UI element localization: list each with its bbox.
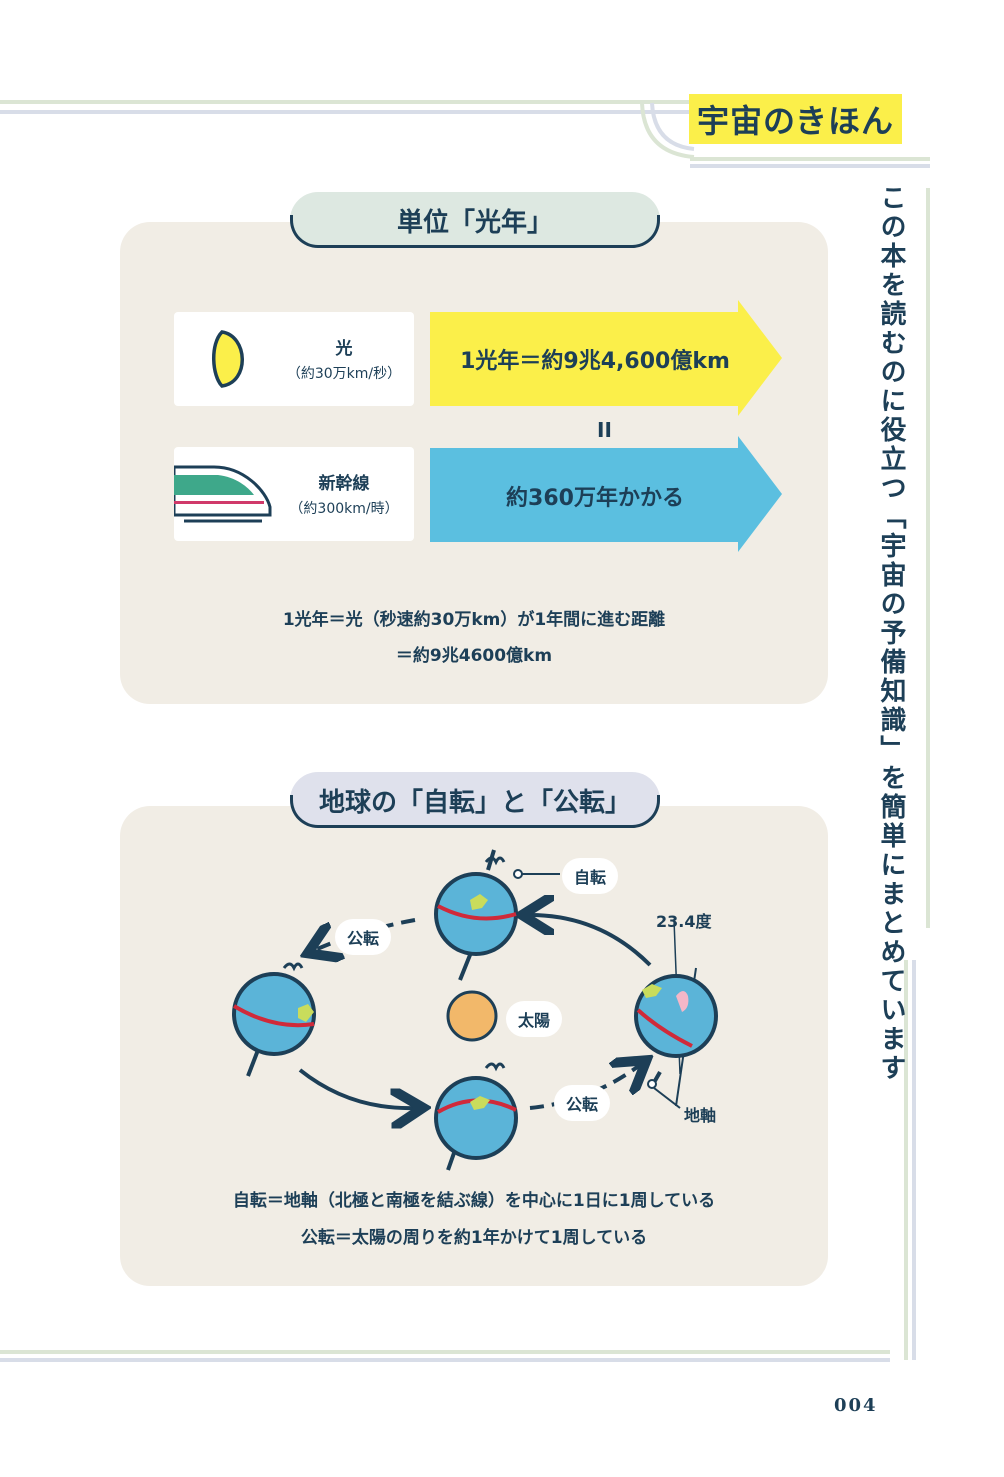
side-rule-blue-lower (912, 960, 916, 1360)
train-label: 新幹線 （約300km/時） (284, 469, 404, 518)
moon-icon (212, 330, 244, 388)
top-curve-decoration (640, 102, 695, 159)
light-year-distance: 1光年＝約9兆4,600億km (460, 349, 730, 374)
rotation-title: 地球の「自転」と「公転」 (318, 787, 631, 818)
rotation-definition: 自転＝地軸（北極と南極を結ぶ線）を中心に1日に1周している (232, 1191, 716, 1211)
light-year-title: 単位「光年」 (396, 207, 553, 238)
blue-arrow (430, 436, 782, 552)
sun-label: 太陽 (506, 1001, 563, 1037)
earth-top-icon (434, 849, 560, 981)
top-right-rule-blue (690, 164, 930, 168)
light-label: 光 （約30万km/秒） (284, 334, 404, 383)
orbit-arrow-top-right (530, 915, 652, 967)
bottom-rule-green (0, 1350, 890, 1354)
tilt-angle-label: 23.4度 (656, 912, 712, 931)
light-speed: （約30万km/秒） (286, 366, 402, 382)
orbit-arrow-bottom-right (529, 1065, 640, 1110)
light-year-definition-1: 1光年＝光（秒速約30万km）が1年間に進む距離 (282, 610, 666, 630)
equals-mark: II (597, 418, 612, 442)
revolution-label-top: 公転 (335, 919, 392, 955)
light-label-text: 光 (335, 339, 353, 359)
train-label-text: 新幹線 (318, 474, 370, 494)
top-rule-blue (0, 110, 690, 114)
side-rule-green (926, 188, 930, 928)
page-number: 004 (834, 1395, 878, 1416)
bottom-rule-blue (0, 1358, 890, 1362)
top-right-rule-green (690, 157, 930, 161)
yellow-arrow (430, 300, 782, 416)
light-card: 光 （約30万km/秒） (174, 312, 414, 406)
revolution-definition: 公転＝太陽の周りを約1年かけて1周している (300, 1228, 648, 1248)
train-speed: （約300km/時） (289, 501, 399, 517)
bullet-train-icon (174, 465, 272, 523)
side-caption: この本を読むのに役立つ「宇宙の予備知識」を簡単にまとめています (876, 184, 906, 1083)
train-duration: 約360万年かかる (506, 486, 684, 511)
light-year-title-tab: 単位「光年」 (290, 192, 660, 248)
orbit-arrow-bottom-left (298, 1068, 415, 1108)
revolution-label-bottom: 公転 (554, 1085, 611, 1121)
top-rule-green (0, 100, 690, 104)
chapter-badge: 宇宙のきほん (689, 94, 903, 144)
earth-bottom-icon (434, 1062, 518, 1171)
sun-icon (446, 990, 498, 1042)
train-card: 新幹線 （約300km/時） (174, 447, 414, 541)
light-year-definition-2: ＝約9兆4600億km (395, 646, 553, 666)
rotation-title-tab: 地球の「自転」と「公転」 (290, 772, 660, 828)
rotation-label: 自転 (562, 858, 619, 894)
earth-right-icon (634, 919, 718, 1109)
side-rule-green-lower (904, 960, 908, 1360)
earth-left-icon (232, 962, 316, 1077)
axis-label: 地軸 (684, 1106, 717, 1125)
orbit-diagram (232, 849, 718, 1171)
